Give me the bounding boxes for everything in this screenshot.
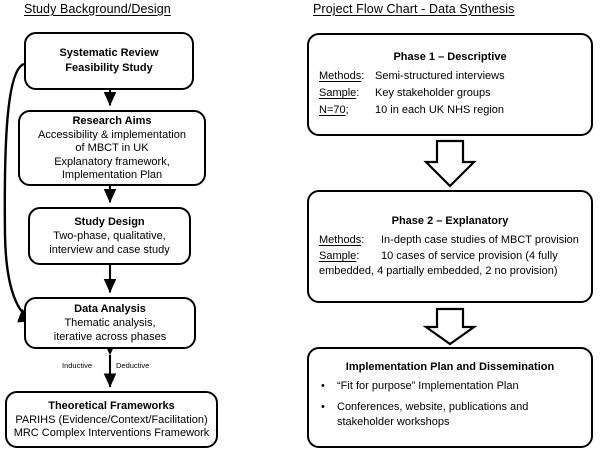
node-header: Implementation Plan and Dissemination bbox=[345, 360, 555, 373]
phase1-row-sample: Sample: Key stakeholder groups bbox=[319, 85, 581, 102]
node-header: Research Aims bbox=[72, 114, 152, 127]
list-item: • Conferences, website, publications and… bbox=[321, 400, 579, 430]
row-label: Methods: bbox=[319, 232, 381, 249]
row-label: Sample: bbox=[319, 249, 381, 264]
phase2-row-methods: Methods: In-depth case studies of MBCT p… bbox=[319, 232, 581, 249]
phase1-body: Phase 1 – Descriptive Methods: Semi-stru… bbox=[309, 50, 591, 119]
row-label: N=70; bbox=[319, 102, 375, 119]
node-header: Study Design bbox=[74, 216, 145, 228]
node-line: Two-phase, qualitative, bbox=[53, 230, 166, 242]
node-header: Phase 1 – Descriptive bbox=[393, 51, 507, 63]
phase1-row-methods: Methods: Semi-structured interviews bbox=[319, 68, 581, 85]
phase1-row-n: N=70; 10 in each UK NHS region bbox=[319, 102, 581, 119]
bullet-icon: • bbox=[321, 400, 325, 413]
row-value: 10 cases of service provision (4 fully bbox=[381, 250, 558, 262]
edge-label-deductive: Deductive bbox=[116, 361, 150, 370]
row-label-suffix: ; bbox=[345, 104, 349, 116]
node-line: Thematic analysis, bbox=[64, 317, 156, 329]
row-label-text: Sample bbox=[319, 87, 357, 99]
node-header: Data Analysis bbox=[74, 303, 146, 315]
node-phase2-explanatory[interactable]: Phase 2 – Explanatory Methods: In-depth … bbox=[307, 190, 593, 303]
node-systematic-review[interactable]: Systematic Review Feasibility Study bbox=[24, 32, 194, 90]
phase2-body: Phase 2 – Explanatory Methods: In-depth … bbox=[309, 214, 591, 279]
block-arrow-phase2-to-implementation bbox=[422, 307, 478, 346]
row-value: In-depth case studies of MBCT provision bbox=[381, 234, 579, 246]
row-label-text: Methods bbox=[319, 234, 362, 246]
row-value: 10 in each UK NHS region bbox=[375, 104, 505, 116]
node-line: Implementation Plan bbox=[61, 169, 163, 181]
node-phase1-descriptive[interactable]: Phase 1 – Descriptive Methods: Semi-stru… bbox=[307, 33, 593, 136]
left-column-title: Study Background/Design bbox=[24, 2, 171, 16]
row-label: Methods: bbox=[319, 68, 375, 85]
list-item-text: Conferences, website, publications and s… bbox=[337, 400, 529, 428]
node-line: Explanatory framework, bbox=[54, 155, 170, 168]
implementation-bullet-list: • “Fit for purpose” Implementation Plan … bbox=[309, 379, 591, 436]
row-value-continued: embedded, 4 partially embedded, 2 no pro… bbox=[319, 265, 558, 277]
node-header: Phase 2 – Explanatory bbox=[391, 215, 509, 227]
node-header: Systematic Review bbox=[59, 47, 159, 59]
row-label-text: Sample bbox=[319, 250, 357, 262]
node-line: Feasibility Study bbox=[65, 62, 153, 74]
node-line: of MBCT in UK bbox=[75, 142, 149, 154]
row-label-suffix: : bbox=[361, 234, 365, 246]
node-data-analysis[interactable]: Data Analysis Thematic analysis, iterati… bbox=[24, 297, 196, 349]
node-line: interview and case study bbox=[49, 243, 170, 256]
list-item: • “Fit for purpose” Implementation Plan bbox=[321, 379, 579, 394]
edge-label-inductive: Inductive bbox=[62, 361, 93, 370]
block-arrow-phase1-to-phase2 bbox=[423, 139, 477, 188]
phase2-row-sample: Sample: 10 cases of service provision (4… bbox=[319, 249, 581, 279]
row-label-suffix: : bbox=[361, 70, 365, 82]
row-value: Semi-structured interviews bbox=[375, 70, 505, 82]
list-item-text: “Fit for purpose” Implementation Plan bbox=[337, 379, 519, 392]
node-line: PARIHS (Evidence/Context/Facilitation) bbox=[15, 413, 208, 426]
node-line: iterative across phases bbox=[53, 330, 167, 343]
row-label-suffix: : bbox=[356, 250, 360, 262]
node-theoretical-frameworks[interactable]: Theoretical Frameworks PARIHS (Evidence/… bbox=[5, 391, 218, 448]
row-label-suffix: : bbox=[356, 87, 360, 99]
node-study-design[interactable]: Study Design Two-phase, qualitative, int… bbox=[28, 207, 191, 265]
bullet-icon: • bbox=[321, 379, 325, 392]
node-header: Theoretical Frameworks bbox=[48, 399, 175, 412]
row-label: Sample: bbox=[319, 85, 375, 102]
node-line: Accessibility & implementation bbox=[38, 128, 186, 141]
node-research-aims[interactable]: Research Aims Accessibility & implementa… bbox=[18, 110, 206, 186]
node-implementation-dissemination[interactable]: Implementation Plan and Dissemination • … bbox=[307, 347, 593, 448]
row-value: Key stakeholder groups bbox=[375, 87, 491, 99]
right-column-title: Project Flow Chart - Data Synthesis bbox=[313, 2, 515, 16]
connector-feedback-loop bbox=[3, 62, 35, 323]
node-line: MRC Complex Interventions Framework bbox=[13, 427, 210, 439]
row-label-text: Methods bbox=[319, 70, 362, 82]
row-label-text: N=70 bbox=[319, 104, 346, 116]
